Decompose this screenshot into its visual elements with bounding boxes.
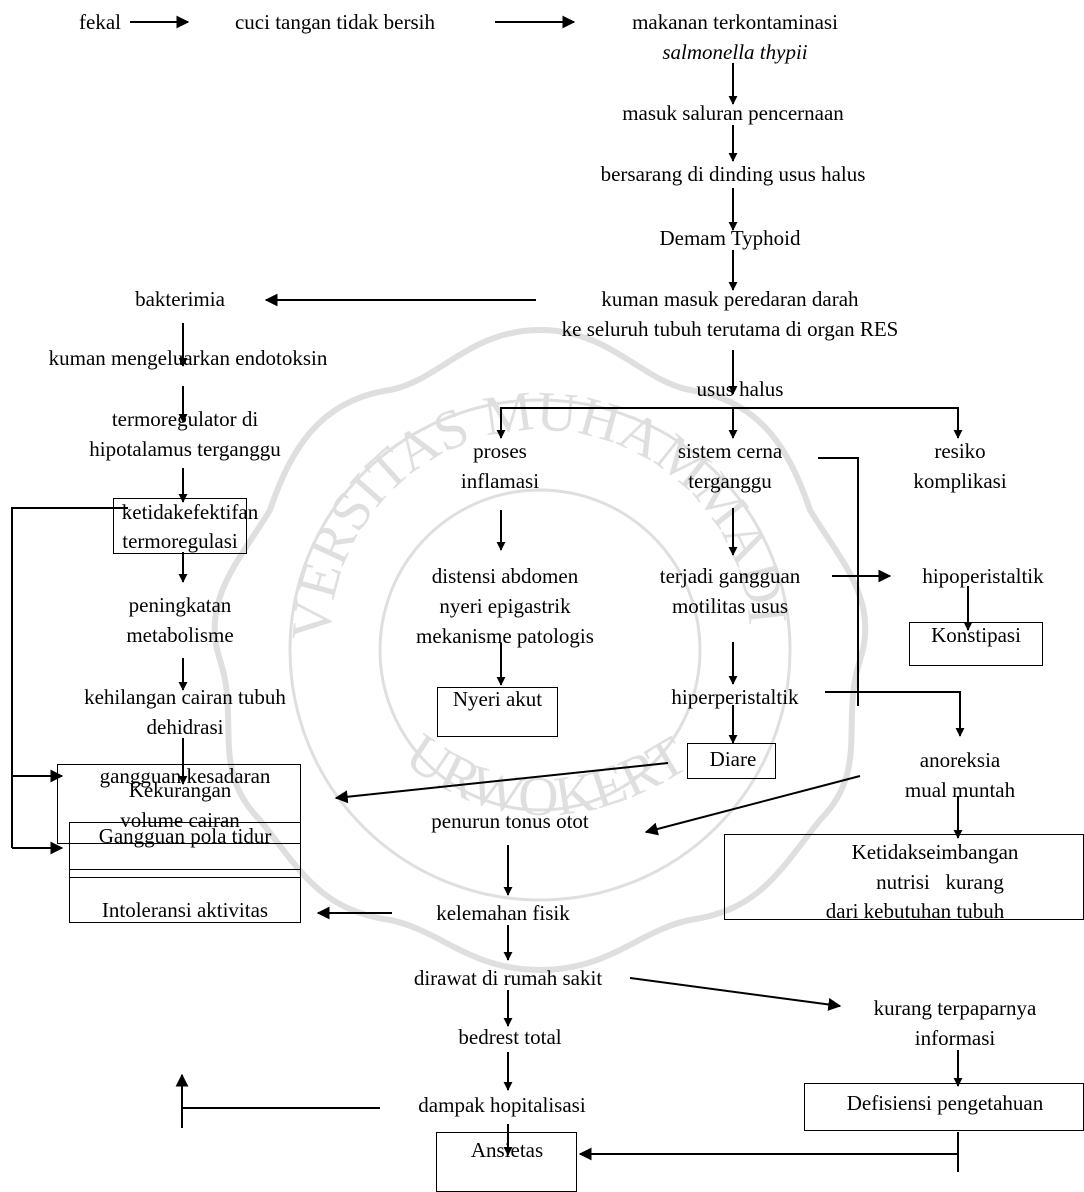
node-kuman-masuk-1: kuman masuk peredaran darah bbox=[601, 287, 859, 311]
node-proses-2: inflamasi bbox=[460, 469, 540, 493]
node-kehilangan-2: dehidrasi bbox=[146, 715, 224, 739]
node-makanan-1: makanan terkontaminasi bbox=[632, 10, 838, 34]
node-gangguan-kesadaran: gangguan kesadaran bbox=[99, 764, 271, 788]
node-intoleransi: Intoleransi aktivitas bbox=[101, 898, 269, 922]
node-bersarang: bersarang di dinding usus halus bbox=[600, 162, 866, 186]
node-fekal: fekal bbox=[79, 10, 121, 34]
arrow-diare-kekurangan bbox=[334, 762, 669, 804]
node-nyeri-akut: Nyeri akut bbox=[452, 687, 543, 711]
node-nutrisi-1: Ketidakseimbangan bbox=[851, 840, 1019, 864]
node-kuman-masuk-2: ke seluruh tubuh terutama di organ RES bbox=[561, 317, 899, 341]
box-diare bbox=[687, 743, 776, 779]
node-dampak: dampak hopitalisasi bbox=[418, 1093, 586, 1117]
box-kekurangan bbox=[57, 764, 301, 844]
node-kurang-info-2: informasi bbox=[914, 1026, 996, 1050]
arrow-dampak-gangguan-tidur bbox=[181, 1107, 380, 1128]
node-cuci-tangan: cuci tangan tidak bersih bbox=[234, 10, 435, 34]
box-intoleransi bbox=[69, 869, 301, 923]
node-nutrisi-2: nutrisi kurang bbox=[876, 870, 1004, 894]
node-kurang-info-1: kurang terpaparnya bbox=[873, 996, 1037, 1020]
node-ketidakefektifan-2: termoregulasi bbox=[122, 529, 238, 553]
node-distensi-3: mekanisme patologis bbox=[416, 624, 594, 648]
node-distensi-2: nyeri epigastrik bbox=[439, 594, 571, 618]
node-nutrisi-3: dari kebutuhan tubuh bbox=[825, 899, 1005, 923]
node-diare: Diare bbox=[709, 747, 757, 771]
loop-left bbox=[11, 507, 128, 848]
node-kekurangan-1: Kekurangan bbox=[128, 778, 232, 802]
arrow-anoreksia-penurun bbox=[644, 775, 861, 836]
node-defisiensi: Defisiensi pengetahuan bbox=[846, 1091, 1044, 1115]
node-ketidakefektifan-1: ketidakefektifan bbox=[121, 500, 259, 524]
node-termoregulator-2: hipotalamus terganggu bbox=[89, 437, 281, 461]
node-proses-1: proses bbox=[473, 439, 527, 463]
node-resiko-2: komplikasi bbox=[913, 469, 1007, 493]
node-hipoperistaltik: hipoperistaltik bbox=[922, 564, 1044, 588]
arrow-dirawat-kurang bbox=[629, 977, 842, 1011]
node-masuk-saluran: masuk saluran pencernaan bbox=[622, 101, 844, 125]
node-usus-halus: usus halus bbox=[696, 377, 784, 401]
connector-lines bbox=[11, 15, 973, 1172]
node-bedrest: bedrest total bbox=[458, 1025, 562, 1049]
node-makanan-2: salmonella thypii bbox=[662, 40, 808, 64]
node-dirawat: dirawat di rumah sakit bbox=[413, 966, 603, 990]
node-kekurangan-2: volume cairan bbox=[120, 808, 240, 832]
node-resiko-1: resiko bbox=[934, 439, 986, 463]
node-peningkatan-1: peningkatan bbox=[128, 593, 232, 617]
node-bakterimia: bakterimia bbox=[135, 287, 225, 311]
node-demam: Demam Typhoid bbox=[659, 226, 801, 250]
node-anoreksia-1: anoreksia bbox=[919, 748, 1001, 772]
node-gangguan-tidur: Gangguan pola tidur bbox=[98, 824, 272, 848]
node-konstipasi: Konstipasi bbox=[931, 623, 1021, 647]
node-gangguan-motilitas-2: motilitas usus bbox=[671, 594, 789, 618]
node-anoreksia-2: mual muntah bbox=[904, 778, 1016, 802]
node-sistem-1: sistem cerna bbox=[677, 439, 783, 463]
node-peningkatan-2: metabolisme bbox=[126, 623, 234, 647]
node-ansietas: Ansietas bbox=[470, 1138, 544, 1162]
node-sistem-2: terganggu bbox=[688, 469, 772, 493]
node-kelemahan: kelemahan fisik bbox=[436, 901, 570, 925]
node-distensi-1: distensi abdomen bbox=[431, 564, 579, 588]
node-endotoksin: kuman mengeluarkan endotoksin bbox=[48, 346, 328, 370]
node-hiperperistaltik: hiperperistaltik bbox=[671, 685, 799, 709]
node-kehilangan-1: kehilangan cairan tubuh bbox=[84, 685, 286, 709]
arrow-hiper-anoreksia bbox=[825, 691, 965, 737]
box-nyeri-akut bbox=[437, 687, 558, 737]
node-termoregulator-1: termoregulator di bbox=[111, 407, 259, 431]
box-gangguan-tidur bbox=[69, 822, 301, 878]
box-konstipasi bbox=[909, 622, 1043, 666]
node-penurun-tonus: penurun tonus otot bbox=[431, 809, 589, 833]
line-sistem-right bbox=[818, 457, 859, 706]
node-gangguan-motilitas-1: terjadi gangguan bbox=[659, 564, 801, 588]
box-ketidakefektifan bbox=[113, 498, 247, 554]
